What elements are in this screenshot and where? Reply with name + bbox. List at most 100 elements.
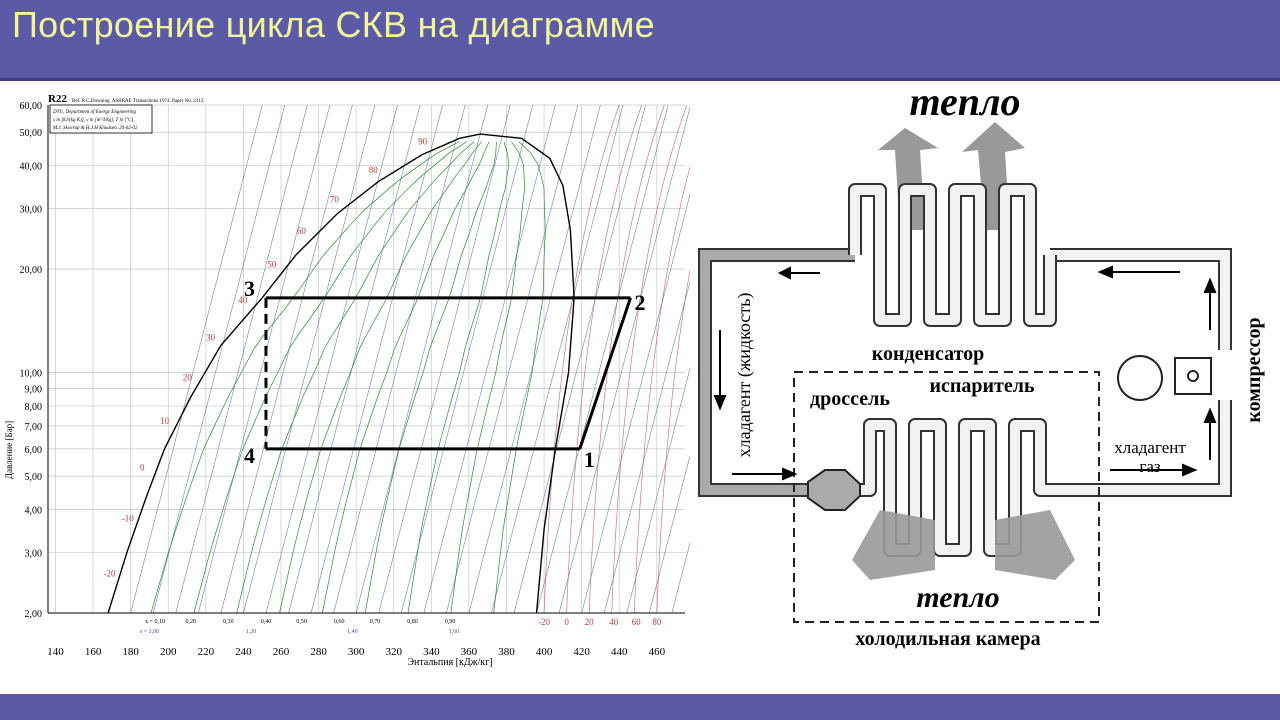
entropy-line (468, 104, 601, 614)
saturation-temperature-label: 80 (369, 165, 379, 175)
saturation-dome (107, 133, 575, 614)
saturation-temperature-label: -20 (104, 569, 116, 579)
quality-line (193, 141, 467, 614)
cold-chamber-label: холодильная камера (855, 628, 1040, 650)
grid (48, 104, 685, 614)
x-tick-label: 400 (536, 646, 553, 658)
heat-arrow-icon (995, 510, 1075, 580)
temperature-label: 40 (609, 617, 619, 627)
entropy-line (649, 454, 690, 614)
saturation-temperature-label: 60 (297, 226, 307, 236)
entropy-line (310, 104, 443, 614)
saturation-temperature-label: -10 (122, 513, 134, 523)
cycle-point-label: 2 (635, 290, 646, 315)
entropy-line (175, 104, 308, 614)
quality-label: 0,20 (186, 619, 197, 625)
y-tick-label: 40,00 (20, 162, 43, 173)
isotherm-line (633, 166, 690, 614)
quality-line (279, 141, 482, 614)
quality-label: 0,40 (261, 619, 272, 625)
y-tick-label: 2,00 (25, 609, 43, 620)
x-tick-label: 240 (235, 646, 252, 658)
saturation-temperature-label: 40 (238, 295, 248, 305)
x-tick-label: 380 (498, 646, 515, 658)
isotherm-line (543, 104, 620, 614)
y-tick-label: 60,00 (20, 101, 43, 112)
isolines (107, 104, 690, 614)
saturation-temperature-label: 10 (160, 416, 170, 426)
flow-arrowhead-icon (1203, 277, 1217, 293)
quality-line (236, 141, 475, 614)
x-tick-label: 360 (461, 646, 478, 658)
y-tick-label: 7,00 (25, 422, 43, 433)
flow-arrowhead-icon (1182, 463, 1198, 477)
condenser-label: конденсатор (872, 343, 985, 365)
y-tick-label: 5,00 (25, 472, 43, 483)
evaporator-coil-fill (860, 420, 1060, 555)
liquid-refrigerant-label: хладагент (жидкость) (734, 293, 755, 458)
compressor-wheel-icon (1117, 355, 1163, 401)
entropy-line (130, 104, 263, 614)
entropy-line (243, 104, 376, 614)
x-tick-label: 320 (385, 646, 402, 658)
flow-arrowhead-icon (1203, 407, 1217, 423)
condenser-coil-fill (850, 185, 1055, 325)
saturation-temperature-label: 50 (267, 260, 277, 270)
entropy-label: 1,20 (246, 629, 257, 635)
compressor-body-icon (1174, 357, 1212, 395)
cold-chamber-boundary (793, 371, 1100, 623)
entropy-line (333, 104, 466, 614)
slide-footer (0, 694, 1280, 720)
throttle-valve-icon (807, 469, 861, 511)
quality-label: 0,60 (334, 619, 345, 625)
saturation-temperature-label: 20 (183, 373, 193, 383)
slide-title: Построение цикла СКВ на диаграмме (12, 4, 655, 45)
throttle-label: дроссель (810, 388, 890, 410)
y-tick-label: 3,00 (25, 548, 43, 559)
saturation-temperature-label: 70 (330, 195, 340, 205)
flow-arrowhead-icon (1097, 265, 1113, 279)
cycle-point-label: 3 (244, 276, 255, 301)
entropy-label: s = 1,00 (140, 629, 159, 635)
saturation-temperature-label: 0 (140, 463, 145, 473)
entropy-line (265, 104, 398, 614)
x-tick-label: 460 (649, 646, 666, 658)
entropy-line (671, 541, 690, 614)
info-line: s in [kJ/(kg K)], v in [m^3/kg], T in [º… (53, 117, 133, 123)
entropy-line (378, 104, 511, 614)
y-tick-label: 10,00 (20, 369, 43, 380)
gas-refrigerant-label-2: газ (1139, 457, 1161, 476)
entropy-line (152, 104, 286, 614)
liquid-pipe-fill (700, 250, 855, 495)
entropy-line (198, 104, 331, 614)
info-line: DTU, Department of Energy Engineering (52, 110, 136, 115)
x-tick-label: 300 (348, 646, 365, 658)
temperature-label: 20 (585, 617, 595, 627)
isotherm-line (656, 268, 690, 614)
y-axis-label: Давление [Бар] (4, 421, 14, 479)
entropy-line (446, 104, 579, 614)
quality-label: 0,70 (370, 619, 381, 625)
x-tick-label: 140 (47, 646, 64, 658)
quality-label: 0,90 (445, 619, 456, 625)
flow-arrowhead-icon (782, 467, 798, 481)
isotherm-line (588, 104, 665, 614)
x-tick-label: 220 (198, 646, 215, 658)
cycle-point-label: 4 (244, 443, 255, 468)
info-line: M.J. Skovrup & H.J.H Knudsen. 20-02-02 (52, 126, 138, 131)
isotherm-line (611, 104, 688, 614)
slide-header: Построение цикла СКВ на диаграмме (0, 0, 1280, 81)
quality-line (407, 141, 510, 614)
reference-text: Ref. R.C.Downing. ASHRAE Transactions 19… (72, 99, 205, 104)
entropy-line (355, 104, 488, 614)
refrigeration-schematic: тепло конденсатор компрессор дроссель ис… (698, 80, 1265, 650)
info-box (49, 104, 153, 134)
x-tick-label: 160 (85, 646, 102, 658)
heat-arrow-icon (962, 122, 1025, 230)
y-tick-label: 9,00 (25, 384, 43, 395)
entropy-line (626, 367, 690, 614)
temperature-label: 0 (564, 617, 569, 627)
x-tick-label: 260 (273, 646, 290, 658)
